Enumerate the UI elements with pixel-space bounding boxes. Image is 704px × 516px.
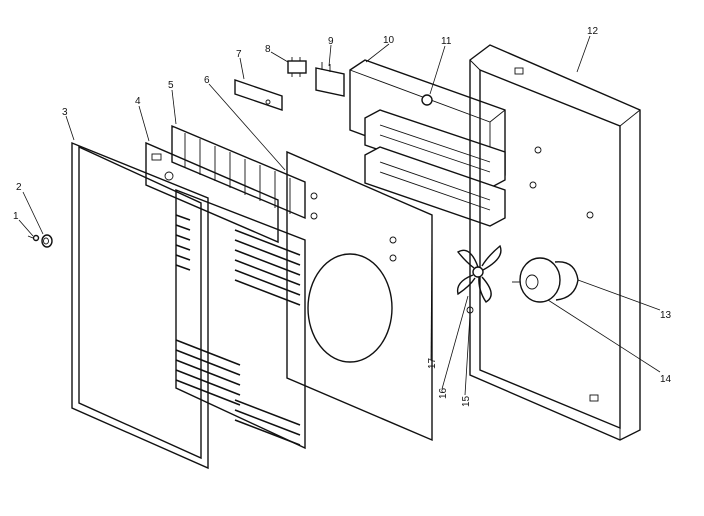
part-7-bracket bbox=[234, 79, 283, 111]
part-3-frame bbox=[71, 141, 209, 470]
label-17: 17 bbox=[427, 357, 438, 369]
label-6: 6 bbox=[204, 75, 210, 86]
label-4: 4 bbox=[135, 96, 141, 107]
front-grille-body bbox=[175, 188, 306, 450]
part-1-screw bbox=[27, 234, 40, 242]
part-5-louver bbox=[171, 124, 306, 220]
label-1: 1 bbox=[13, 211, 19, 222]
part-11-heating-element bbox=[364, 94, 506, 227]
part-8-switch bbox=[287, 57, 307, 77]
part-4-grille bbox=[145, 141, 279, 244]
part-2-knob bbox=[41, 234, 53, 248]
label-9: 9 bbox=[328, 36, 334, 47]
label-16: 16 bbox=[438, 387, 449, 399]
label-3: 3 bbox=[62, 107, 68, 118]
part-15-fan-blade bbox=[456, 244, 502, 303]
part-6-mounting-plate bbox=[286, 150, 433, 442]
label-2: 2 bbox=[16, 182, 22, 193]
part-labels: 1 2 3 4 5 6 7 8 9 10 11 12 13 14 15 16 1… bbox=[13, 26, 672, 407]
part-12-housing bbox=[469, 44, 641, 441]
label-8: 8 bbox=[265, 44, 271, 55]
part-9-thermostat bbox=[315, 62, 345, 97]
part-14-motor bbox=[512, 257, 561, 303]
label-10: 10 bbox=[383, 35, 395, 46]
part-16-nut bbox=[466, 306, 474, 314]
label-11: 11 bbox=[441, 36, 452, 47]
leader-lines bbox=[18, 35, 661, 396]
label-15: 15 bbox=[461, 395, 472, 407]
label-14: 14 bbox=[660, 374, 672, 385]
label-7: 7 bbox=[236, 49, 242, 60]
label-13: 13 bbox=[660, 310, 672, 321]
label-12: 12 bbox=[587, 26, 599, 37]
label-5: 5 bbox=[168, 80, 174, 91]
